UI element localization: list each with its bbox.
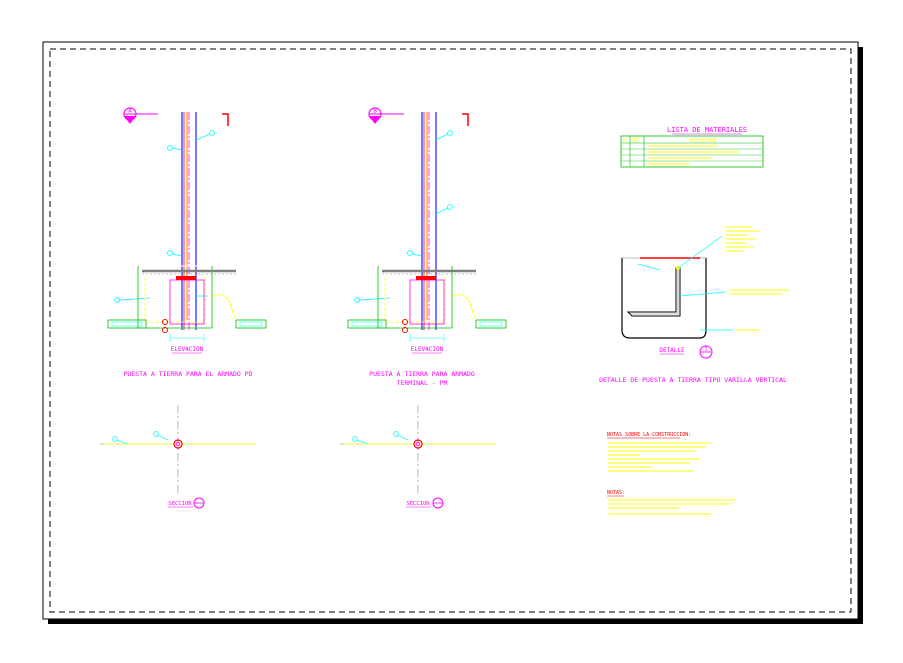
materials-header-qty: CANT.	[631, 138, 643, 143]
section-b-label: SECCION	[406, 501, 429, 507]
drawing-1-elevation: A	[107, 107, 267, 378]
materials-title: LISTA DE MATERIALES	[667, 126, 747, 134]
drawing-2-elevation: B ELEVACION PUESTA A TIERRA P	[347, 107, 507, 387]
materials-header-desc: DESCRIPCION	[690, 138, 717, 143]
materials-header-no: N°	[623, 138, 628, 143]
marker-b-text: B	[373, 108, 377, 115]
section-a-marker	[193, 497, 205, 509]
detail-marker: 1	[699, 345, 713, 359]
section-a-plan: SECCION	[100, 405, 256, 509]
general-notes: NOTAS:	[607, 490, 736, 515]
caption-drawing-2-line1: PUESTA A TIERRA PARA ARMADO	[369, 370, 475, 378]
detail-label: DETALLE	[659, 347, 685, 354]
marker-a-text: A	[128, 108, 132, 115]
caption-drawing-2-line2: TERMINAL - PM	[397, 379, 448, 387]
construction-notes-title: NOTAS SOBRE LA CONSTRUCCION:	[607, 432, 691, 438]
sheet-border-dashed	[49, 48, 852, 613]
rod-right	[235, 319, 267, 329]
section-a-label: SECCION	[168, 501, 191, 507]
construction-notes: NOTAS SOBRE LA CONSTRUCCION:	[607, 432, 712, 472]
detail-marker-text: 1	[704, 347, 707, 353]
section-marker-a: A	[123, 107, 137, 124]
caption-drawing-1: PUESTA A TIERRA PARA EL ARMADO PD	[123, 370, 252, 378]
materials-table: LISTA DE MATERIALES N° CANT. DESCRIPCION	[620, 126, 764, 168]
elevation-label-1: ELEVACION	[171, 346, 204, 353]
sheet-paper	[42, 41, 859, 620]
elevation-label-2: ELEVACION	[411, 346, 444, 353]
detail-caption: DETALLE DE PUESTA A TIERRA TIPO VARILLA …	[599, 376, 787, 384]
detail-vertical-rod: DETALLE 1 DETALLE DE PUESTA A TIERRA TIP…	[599, 226, 790, 384]
general-notes-title: NOTAS:	[607, 490, 625, 496]
rod-left	[107, 319, 147, 329]
section-b-plan: SECCION	[340, 405, 496, 509]
